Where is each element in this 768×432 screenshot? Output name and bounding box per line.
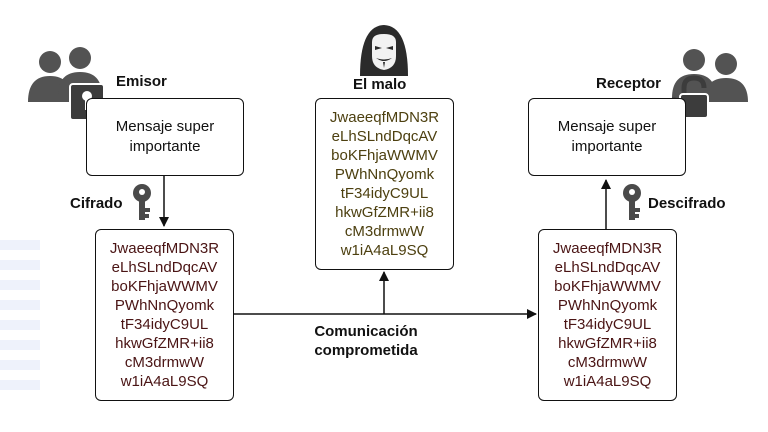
cipher-line: PWhNnQyomk	[334, 166, 435, 183]
cipher-line: eLhSLndDqcAV	[111, 259, 218, 276]
cipher-line: PWhNnQyomk	[114, 297, 215, 314]
sender-label: Emisor	[116, 73, 167, 90]
cipher-line: eLhSLndDqcAV	[331, 128, 438, 145]
cipher-line: JwaeeqfMDN3R	[109, 240, 220, 257]
sent-ciphertext-box: JwaeeqfMDN3R eLhSLndDqcAV boKFhjaWWMV PW…	[95, 229, 234, 401]
cipher-line: tF34idyC9UL	[563, 316, 652, 333]
cipher-line: eLhSLndDqcAV	[554, 259, 661, 276]
cipher-line: w1iA4aL9SQ	[120, 373, 209, 390]
hacker-mask-icon	[360, 25, 408, 76]
message-line: importante	[129, 138, 201, 155]
background-watermark	[0, 240, 40, 400]
sender-message-box: Mensaje super importante	[86, 98, 244, 176]
cipher-line: tF34idyC9UL	[340, 185, 429, 202]
received-ciphertext-box: JwaeeqfMDN3R eLhSLndDqcAV boKFhjaWWMV PW…	[538, 229, 677, 401]
receiver-message-box: Mensaje super importante	[528, 98, 686, 176]
decrypt-step-label: Descifrado	[648, 195, 726, 212]
cipher-line: cM3drmwW	[344, 223, 425, 240]
cipher-line: hkwGfZMR+ii8	[335, 204, 434, 221]
cipher-line: tF34idyC9UL	[120, 316, 209, 333]
cipher-line: w1iA4aL9SQ	[563, 373, 652, 390]
cipher-line: hkwGfZMR+ii8	[558, 335, 657, 352]
cipher-line: hkwGfZMR+ii8	[115, 335, 214, 352]
cipher-line: cM3drmwW	[124, 354, 205, 371]
cipher-line: PWhNnQyomk	[557, 297, 658, 314]
cipher-line: JwaeeqfMDN3R	[552, 240, 663, 257]
channel-label-line1: Comunicación	[314, 323, 418, 340]
cipher-line: boKFhjaWWMV	[331, 147, 438, 164]
channel-label-line2: comprometida	[314, 342, 418, 359]
users-unlocked-icon	[667, 49, 748, 120]
message-line: Mensaje super	[557, 118, 657, 135]
encrypt-step-label: Cifrado	[70, 195, 123, 212]
cipher-line: w1iA4aL9SQ	[340, 242, 429, 259]
receiver-label: Receptor	[596, 75, 662, 92]
cipher-line: boKFhjaWWMV	[554, 278, 661, 295]
message-line: importante	[571, 138, 643, 155]
cipher-line: JwaeeqfMDN3R	[329, 109, 440, 126]
attacker-label: El malo	[353, 76, 407, 93]
channel-label: Comunicación comprometida	[306, 322, 426, 360]
intercepted-ciphertext-box: JwaeeqfMDN3R eLhSLndDqcAV boKFhjaWWMV PW…	[315, 98, 454, 270]
cipher-line: cM3drmwW	[567, 354, 648, 371]
encryption-key-icon	[133, 184, 151, 220]
decryption-key-icon	[623, 184, 641, 220]
cipher-line: boKFhjaWWMV	[111, 278, 218, 295]
message-line: Mensaje super	[115, 118, 215, 135]
